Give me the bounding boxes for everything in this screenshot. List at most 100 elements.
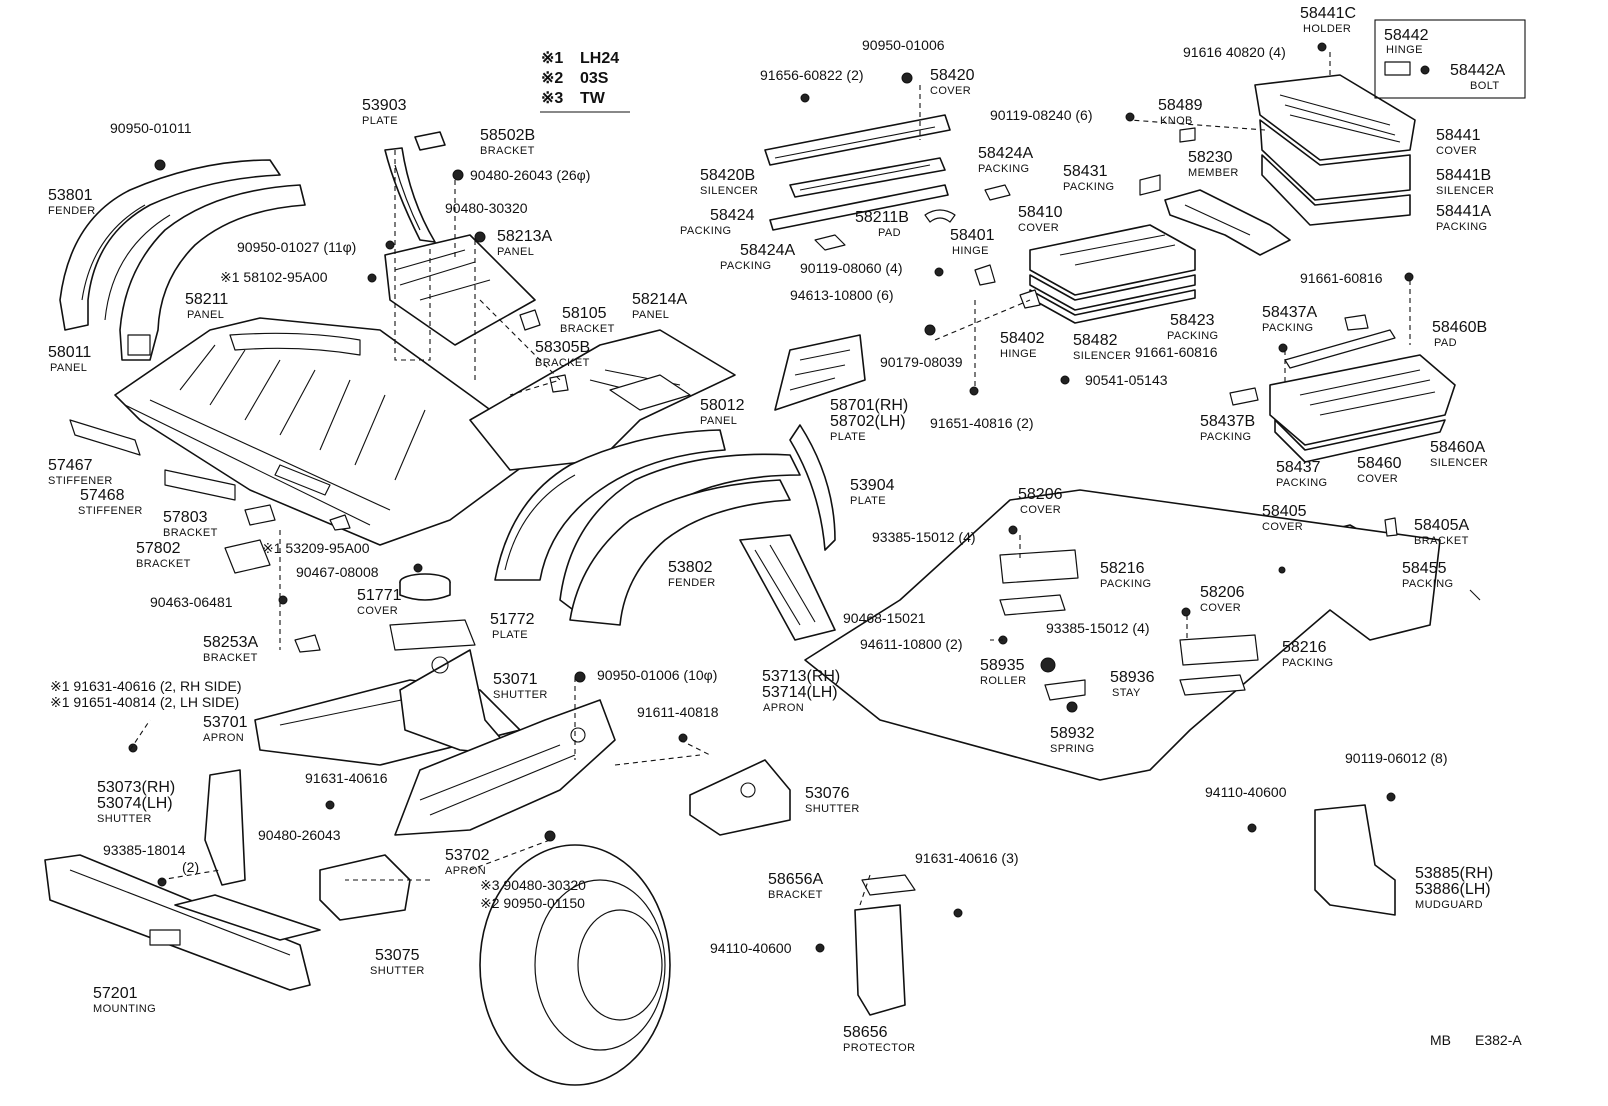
- svg-text:90541-05143: 90541-05143: [1085, 372, 1168, 388]
- svg-text:57803: 57803: [163, 509, 208, 526]
- legend-mark-3: ※3: [541, 90, 563, 107]
- svg-text:57467: 57467: [48, 457, 93, 474]
- callout-58702: 58702(LH)PLATE: [830, 413, 906, 443]
- panel-58012-drawing: [494, 429, 726, 581]
- mudguard-53885-drawing: [1314, 804, 1396, 916]
- svg-text:PACKING: PACKING: [1276, 477, 1328, 489]
- svg-text:58401: 58401: [950, 227, 995, 244]
- callout-90950-01150-03s: ※2 90950-01150: [480, 895, 585, 911]
- svg-text:94613-10800 (6): 94613-10800 (6): [790, 287, 894, 303]
- callout-91631-40616: 91631-40616: [305, 770, 388, 786]
- callout-93385-18014: 93385-18014(2): [103, 842, 199, 875]
- svg-text:COVER: COVER: [1262, 521, 1303, 533]
- svg-text:BRACKET: BRACKET: [480, 145, 535, 157]
- svg-text:58935: 58935: [980, 657, 1025, 674]
- svg-text:SHUTTER: SHUTTER: [493, 689, 548, 701]
- svg-text:90950-01006: 90950-01006: [862, 37, 945, 53]
- svg-text:58460B: 58460B: [1432, 319, 1487, 336]
- svg-text:53073(RH): 53073(RH): [97, 779, 175, 796]
- svg-text:SHUTTER: SHUTTER: [805, 803, 860, 815]
- svg-text:BRACKET: BRACKET: [768, 889, 823, 901]
- svg-text:90480-30320: 90480-30320: [445, 200, 528, 216]
- callout-58701: 58701(RH): [830, 397, 908, 414]
- footer-left: MB: [1430, 1032, 1451, 1048]
- callout-91656-60822: 91656-60822 (2): [760, 67, 864, 83]
- svg-text:SILENCER: SILENCER: [1430, 457, 1488, 469]
- svg-text:53802: 53802: [668, 559, 713, 576]
- svg-text:58441A: 58441A: [1436, 203, 1491, 220]
- shutter-53075-drawing: [319, 854, 411, 921]
- svg-text:PANEL: PANEL: [497, 246, 534, 258]
- svg-text:91656-60822 (2): 91656-60822 (2): [760, 67, 864, 83]
- bracket-58656a-drawing: [861, 874, 916, 896]
- svg-text:58437: 58437: [1276, 459, 1321, 476]
- callout-58102-95a00: ※1 58102-95A00: [220, 269, 328, 285]
- svg-text:HINGE: HINGE: [952, 245, 989, 257]
- svg-text:PAD: PAD: [878, 227, 901, 239]
- svg-text:91661-60816: 91661-60816: [1300, 270, 1383, 286]
- svg-text:53075: 53075: [375, 947, 420, 964]
- svg-text:BOLT: BOLT: [1470, 80, 1500, 92]
- svg-text:93385-15012 (4): 93385-15012 (4): [872, 529, 976, 545]
- svg-text:91651-40816 (2): 91651-40816 (2): [930, 415, 1034, 431]
- svg-text:PACKING: PACKING: [1063, 181, 1115, 193]
- svg-text:MUDGUARD: MUDGUARD: [1415, 899, 1483, 911]
- callout-90480-26043: 90480-26043 (26φ): [470, 167, 590, 183]
- callout-94611-10800: 94611-10800 (2): [860, 636, 962, 652]
- svg-text:53071: 53071: [493, 671, 538, 688]
- svg-text:58489: 58489: [1158, 97, 1203, 114]
- callout-90468-15021: 90468-15021: [843, 610, 926, 626]
- svg-text:58211: 58211: [185, 291, 228, 308]
- svg-text:90950-01011: 90950-01011: [110, 120, 192, 136]
- hinge-58442-box: [1374, 19, 1526, 99]
- svg-text:91611-40818: 91611-40818: [637, 704, 719, 720]
- fender-53802-drawing: [559, 453, 801, 626]
- callout-93385-15012-bottom: 93385-15012 (4): [1046, 620, 1150, 636]
- svg-text:58656A: 58656A: [768, 871, 823, 888]
- svg-text:58441C: 58441C: [1300, 5, 1356, 22]
- svg-text:58702(LH): 58702(LH): [830, 413, 906, 430]
- svg-text:PACKING: PACKING: [1262, 322, 1314, 334]
- callout-91631-40616-rh: ※1 91631-40616 (2, RH SIDE): [50, 678, 242, 694]
- legend-text-2: 03S: [580, 70, 609, 87]
- svg-text:58206: 58206: [1200, 584, 1245, 601]
- callout-91616-40820: 91616 40820 (4): [1183, 44, 1286, 60]
- svg-text:58701(RH): 58701(RH): [830, 397, 908, 414]
- svg-text:53903: 53903: [362, 97, 407, 114]
- callout-90950-01006: 90950-01006: [862, 37, 945, 53]
- floor-panel-58211-drawing: [114, 317, 546, 546]
- svg-text:53885(RH): 53885(RH): [1415, 865, 1493, 882]
- callout-91651-40816: 91651-40816 (2): [930, 415, 1034, 431]
- cover-58420-drawing: [764, 114, 951, 231]
- svg-text:APRON: APRON: [445, 865, 486, 877]
- callout-90467-08008: 90467-08008: [296, 564, 379, 580]
- svg-text:57802: 57802: [136, 540, 181, 557]
- svg-text:PACKING: PACKING: [1167, 330, 1219, 342]
- svg-text:PACKING: PACKING: [1436, 221, 1488, 233]
- mounting-57201-drawing: [44, 854, 321, 991]
- callout-90541-05143: 90541-05143: [1085, 372, 1168, 388]
- svg-text:COVER: COVER: [1200, 602, 1241, 614]
- svg-text:KNOB: KNOB: [1160, 115, 1193, 127]
- svg-text:58441: 58441: [1436, 127, 1481, 144]
- callout-90480-26043-lower: 90480-26043: [258, 827, 341, 843]
- svg-text:COVER: COVER: [357, 605, 398, 617]
- svg-text:53074(LH): 53074(LH): [97, 795, 173, 812]
- svg-text:93385-15012 (4): 93385-15012 (4): [1046, 620, 1150, 636]
